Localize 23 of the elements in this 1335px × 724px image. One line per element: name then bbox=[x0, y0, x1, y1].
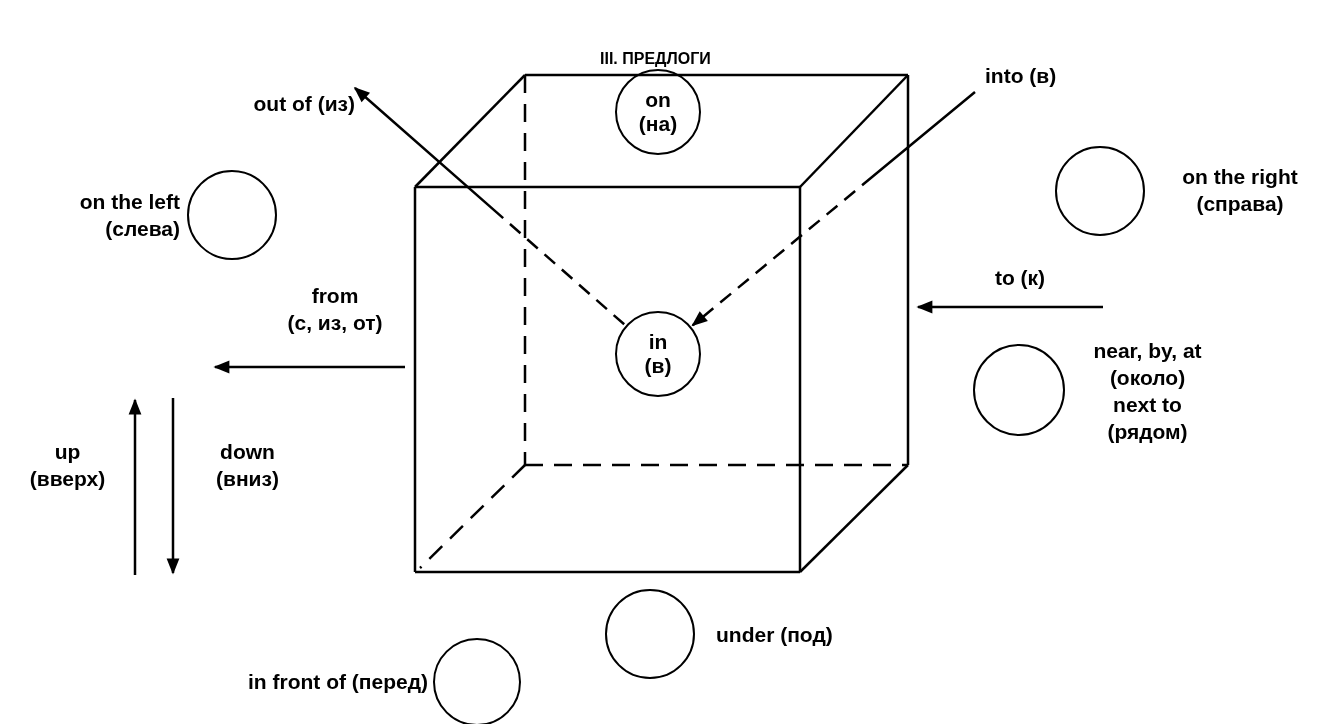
node-caption: near, by, at (около) next to (рядом) bbox=[1092, 338, 1203, 445]
circle bbox=[973, 344, 1065, 436]
edge-label: out of (из) bbox=[252, 91, 355, 117]
edge-label: to (к) bbox=[993, 265, 1047, 291]
circle bbox=[187, 170, 277, 260]
circle-node: on (на) bbox=[615, 69, 701, 155]
node-caption: under (под) bbox=[716, 622, 834, 648]
arrow bbox=[691, 91, 976, 327]
edge-label: from (с, из, от) bbox=[286, 283, 384, 336]
arrow bbox=[213, 360, 405, 374]
arrow bbox=[353, 86, 625, 326]
circle bbox=[605, 589, 695, 679]
circle-node: in (в) bbox=[615, 311, 701, 397]
direction-label: up (вверх) bbox=[28, 439, 107, 492]
arrow bbox=[916, 300, 1103, 314]
title: III. ПРЕДЛОГИ bbox=[600, 50, 711, 68]
node-caption: on the right (справа) bbox=[1181, 164, 1299, 217]
node-caption: on the left (слева) bbox=[78, 189, 180, 242]
circle bbox=[1055, 146, 1145, 236]
node-caption: in front of (перед) bbox=[247, 669, 428, 695]
edge-label: into (в) bbox=[985, 63, 1058, 89]
direction-label: down (вниз) bbox=[215, 439, 280, 492]
circle bbox=[433, 638, 521, 724]
